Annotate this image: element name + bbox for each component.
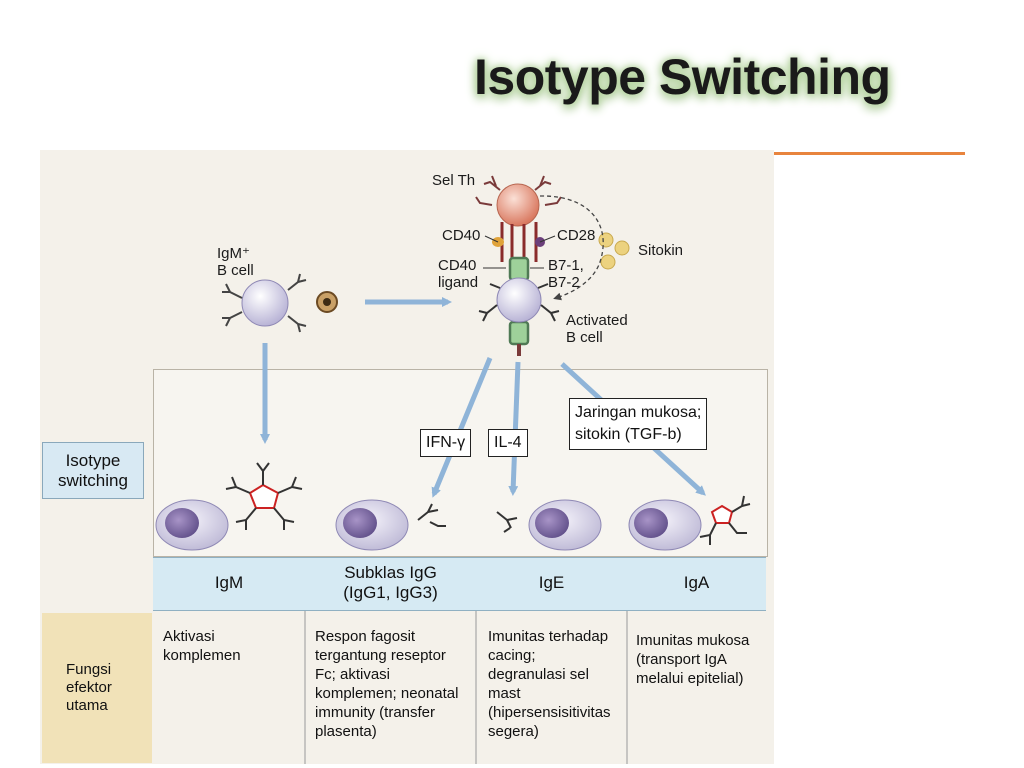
effector-igm: Aktivasi komplemen [163,627,241,665]
slide-title: Isotype Switching [474,49,891,105]
flow-arrows [260,297,706,498]
il4-box: IL-4 [488,429,528,457]
plasma-cell-ige [496,499,602,551]
ige-arrow [508,361,521,496]
effector-igm-line: Aktivasi [163,628,215,645]
effector-igg-line: komplemen; neonatal [315,685,459,702]
effector-iga: Imunitas mukosa (transport IgA melalui e… [636,631,749,688]
cytokine-dashed-arrow [539,195,604,301]
activated-b-cell [478,256,560,356]
cd40-ligand-label-2: ligand [438,274,479,291]
isotype-igm-label: IgM [214,573,244,592]
effector-ige-line: Imunitas terhadap [488,628,609,645]
effector-ige-line: mast [488,685,521,702]
plasma-cell-iga [628,495,751,551]
effector-igm-line: komplemen [163,647,241,664]
effector-iga-line: Imunitas mukosa [636,632,750,649]
leader-lines [483,235,556,269]
igm-b-cell [222,273,338,333]
effector-ige-line: segera) [488,723,539,740]
effector-iga-line: melalui epitelial) [636,670,744,687]
effector-ige-line: cacing; [488,647,536,664]
igm-b-cell-label-1: IgM⁺ [217,245,250,262]
isotype-ige: IgE [476,557,627,609]
activated-b-cell-label-1: Activated [566,312,628,329]
isotype-igm: IgM [153,557,305,609]
isotype-igg-label-1: Subklas IgG [344,563,437,582]
jaringan-box: Jaringan mukosa; sitokin (TGF-b) [569,398,708,450]
fungsi-label-1: Fungsi [66,661,112,678]
effector-ige-line: (hipersensisitivitas [488,704,611,721]
effector-igg-line: tergantung reseptor [315,647,446,664]
th-cell [475,175,562,262]
fungsi-label-3: utama [66,697,108,714]
igg-arrow [431,357,493,498]
effector-iga-line: (transport IgA [636,651,727,668]
sitokin-label: Sitokin [638,242,684,259]
ifn-gamma-box: IFN-γ [420,429,472,457]
effector-ige: Imunitas terhadap cacing; degranulasi se… [488,627,611,741]
plasma-cell-igm [155,462,303,551]
fungsi-label-2: efektor [66,679,112,696]
cd40-ligand-label-1: CD40 [438,257,477,274]
effector-igg-line: Fc; aktivasi [315,666,391,683]
sel-th-label: Sel Th [432,172,476,189]
plasma-cell-igg [335,499,446,551]
cd40-label: CD40 [442,227,481,244]
effector-igg: Respon fagosit tergantung reseptor Fc; a… [315,627,458,741]
activated-b-cell-label-2: B cell [566,329,603,346]
b7-label-1: B7-1, [548,257,584,274]
isotype-band [153,557,766,611]
title-underline [584,152,965,155]
isotype-ige-label: IgE [538,573,565,592]
isotype-igg: Subklas IgG(IgG1, IgG3) [305,557,476,609]
isotype-igg-label-2: (IgG1, IgG3) [343,583,438,602]
cytokine-blobs [598,232,630,270]
effector-igg-line: Respon fagosit [315,628,416,645]
effector-igg-line: plasenta) [315,723,377,740]
b7-label-2: B7-2 [548,274,580,291]
isotype-switching-label-2: switching [58,470,128,490]
effector-igg-line: immunity (transfer [315,704,436,721]
jaringan-label-2: sitokin (TGF-b) [575,426,682,443]
jaringan-label-1: Jaringan mukosa; [575,404,702,421]
isotype-switching-label-1: Isotype [65,450,121,470]
isotype-iga-label: IgA [683,573,710,592]
cd28-label: CD28 [557,227,596,244]
effector-ige-line: degranulasi sel [488,666,589,683]
isotype-iga: IgA [627,557,766,609]
igm-b-cell-label-2: B cell [217,262,254,279]
